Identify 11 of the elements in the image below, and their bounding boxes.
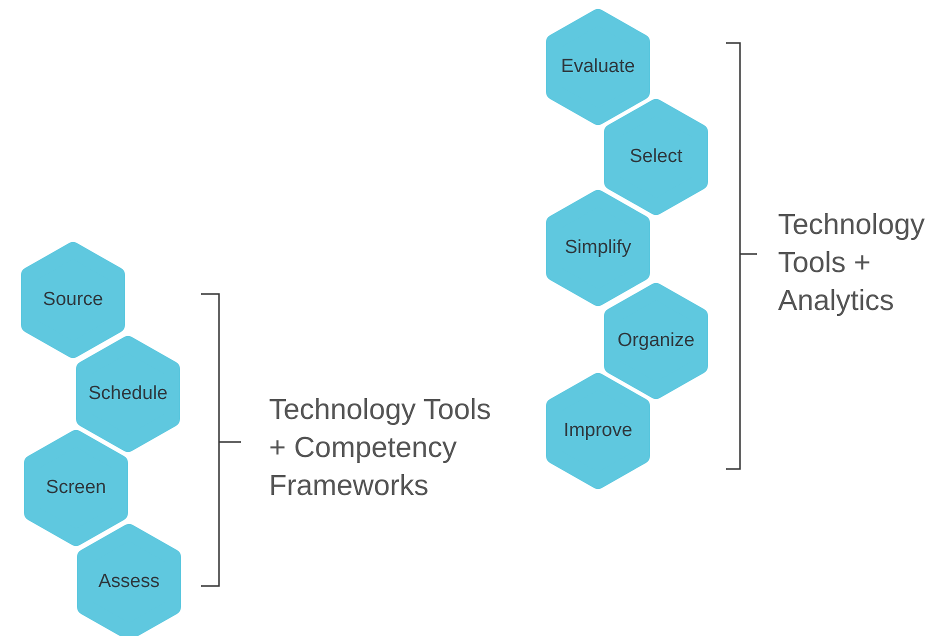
- hexagon-label: Organize: [616, 330, 696, 352]
- hexagon-label: Screen: [44, 477, 108, 499]
- hexagon-label: Source: [42, 289, 104, 311]
- hexagon-label: Schedule: [87, 383, 169, 405]
- hexagon-label: Assess: [97, 571, 161, 593]
- hexagon-label: Improve: [562, 420, 634, 442]
- hexagon-label: Evaluate: [560, 56, 636, 78]
- bracket-label: Technology Tools + Competency Frameworks: [269, 393, 492, 504]
- bracket-label: Technology Tools + Analytics: [778, 208, 926, 319]
- hexagon-label: Select: [628, 146, 684, 168]
- hexagon-label: Simplify: [564, 237, 632, 259]
